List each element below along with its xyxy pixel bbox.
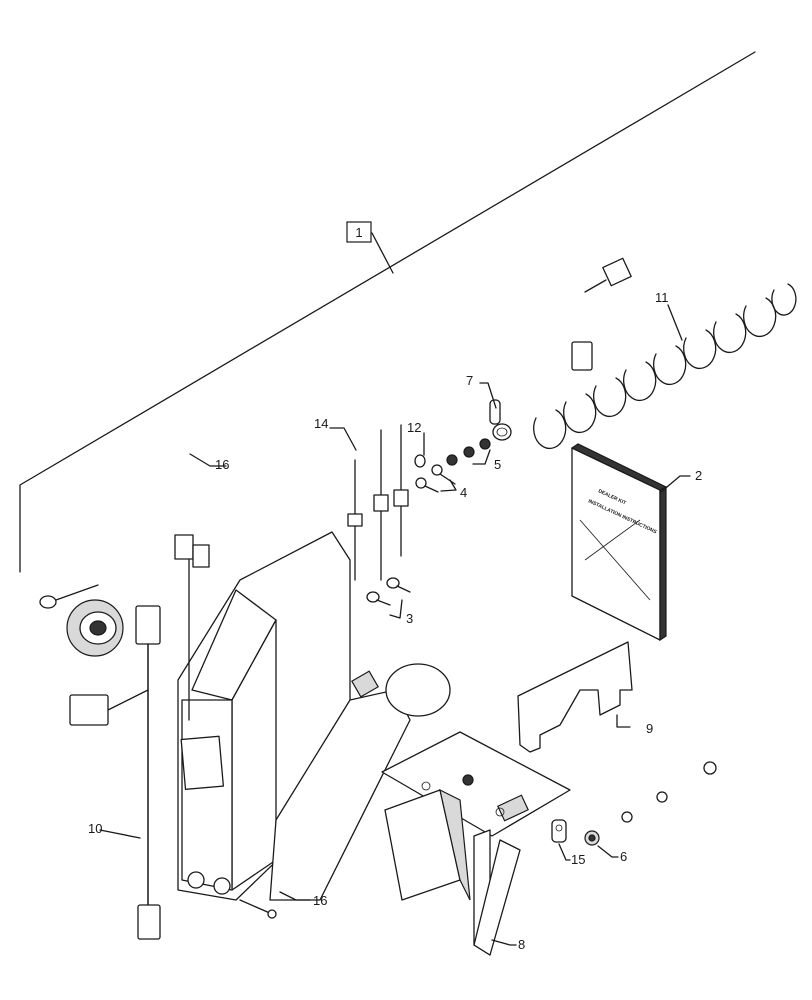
callout-9: 9 (646, 721, 653, 736)
callout-15: 15 (571, 852, 585, 867)
kit-label-box: 1 (346, 221, 372, 243)
hardware-small (366, 424, 491, 606)
callout-7: 7 (466, 373, 473, 388)
callout-12: 12 (407, 420, 421, 435)
controller-box (174, 531, 451, 919)
callout-11: 11 (655, 290, 669, 305)
mount-bracket (381, 731, 571, 956)
instruction-book: DEALER KIT INSTALLATION INSTRUCTIONS (570, 443, 668, 642)
callout-5: 5 (494, 457, 501, 472)
callout-10: 10 (88, 821, 102, 836)
callout-8: 8 (518, 937, 525, 952)
pigtail-harness (69, 605, 161, 940)
callout-13: 16 (215, 457, 229, 472)
leader-lines (99, 304, 691, 946)
p-clamp (489, 399, 512, 441)
kit-label-text: 1 (355, 225, 362, 240)
harness-tube (39, 216, 632, 657)
gasket-plate (517, 641, 633, 753)
callout-labels: 16 11 7 12 14 5 4 3 2 9 10 16 8 15 6 (88, 290, 702, 952)
callout-6: 6 (620, 849, 627, 864)
callout-3: 3 (406, 611, 413, 626)
callout-16: 16 (313, 893, 327, 908)
clip-row (533, 283, 797, 450)
callout-2: 2 (695, 468, 702, 483)
lug-and-nuts (551, 761, 717, 846)
callout-14: 14 (314, 416, 328, 431)
cable-tie (347, 459, 363, 581)
kit-bracket-lines (19, 51, 756, 573)
callout-4: 4 (460, 485, 467, 500)
